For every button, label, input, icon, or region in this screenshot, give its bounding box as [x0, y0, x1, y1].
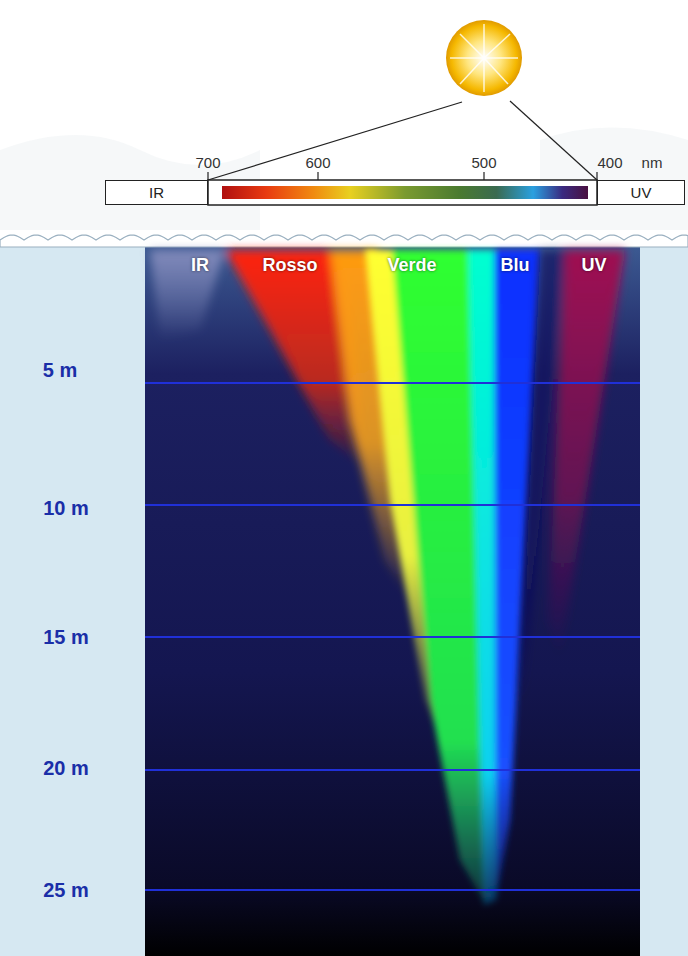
depth-label: 10 m	[43, 497, 89, 520]
depth-label: 5 m	[43, 359, 77, 382]
depth-label: 20 m	[43, 757, 89, 780]
scale-number: 500	[471, 154, 496, 171]
scale-number: 400	[597, 154, 622, 171]
band-name: IR	[149, 184, 164, 201]
unit-label: nm	[642, 154, 663, 171]
band-label: IR	[191, 255, 209, 276]
band-label: UV	[581, 255, 606, 276]
depth-label: 25 m	[43, 879, 89, 902]
scale-number: 600	[305, 154, 330, 171]
scale-number: 700	[195, 154, 220, 171]
band-name: UV	[631, 184, 652, 201]
band-label: Verde	[387, 255, 436, 276]
band-label: Rosso	[262, 255, 317, 276]
spectrum-cell: UV	[597, 180, 685, 205]
band-label: Blu	[501, 255, 530, 276]
spectrum-cell: IR	[105, 180, 208, 205]
depth-label: 15 m	[43, 626, 89, 649]
